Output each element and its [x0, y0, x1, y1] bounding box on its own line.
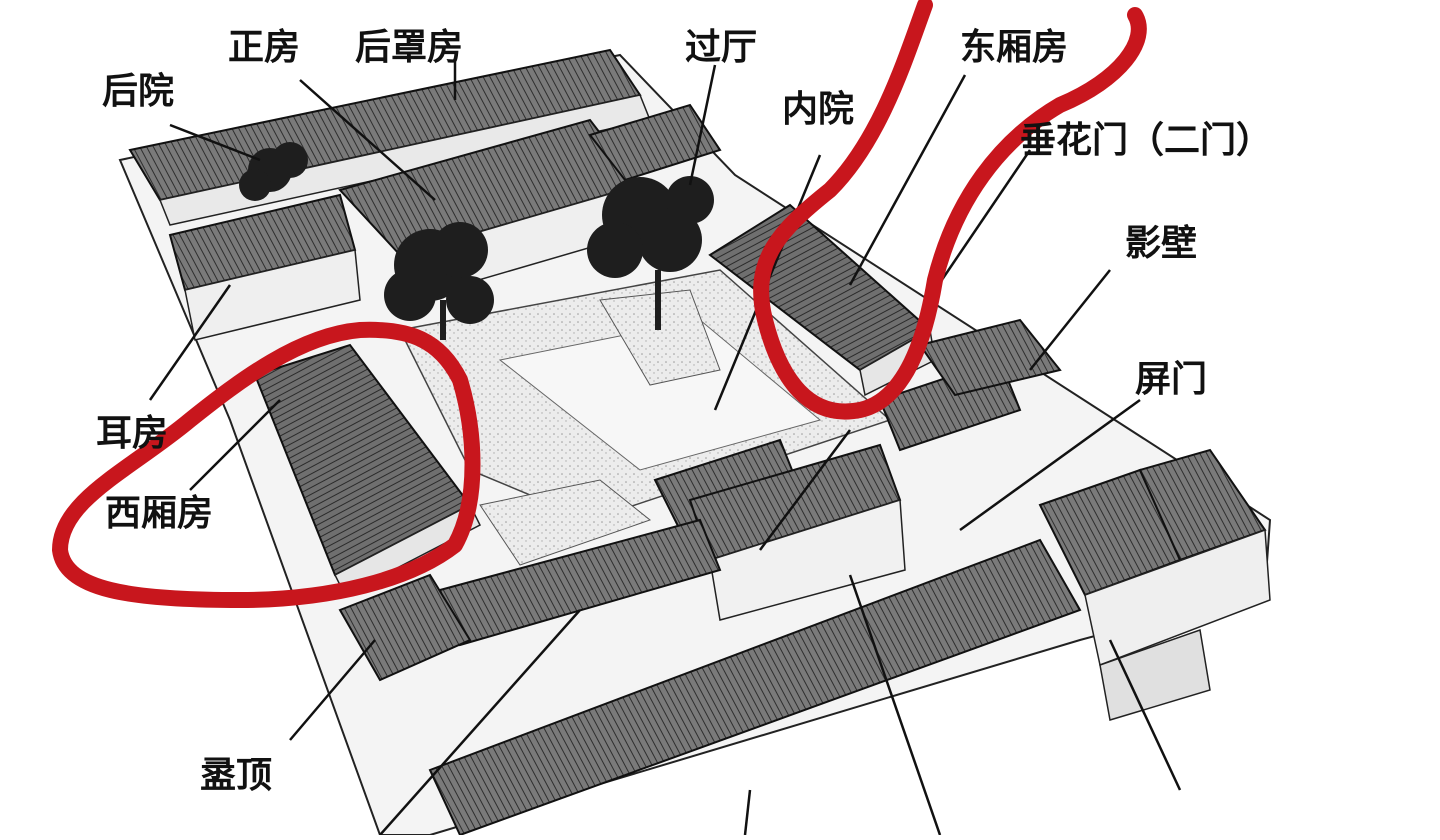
highlight-east-wing [753, 0, 1147, 420]
label-erfang: 耳房 [96, 413, 169, 454]
label-chuihuamen: 垂花门（二门） [1020, 120, 1273, 161]
label-houyuan: 后院 [102, 71, 175, 112]
label-xixiangfang: 西厢房 [105, 493, 214, 534]
passage-hall-guoting [588, 103, 722, 182]
label-pingmen: 屏门 [1135, 359, 1208, 400]
leader-lines [148, 60, 1182, 836]
label-yingbi: 影壁 [1125, 223, 1198, 264]
gate-house [1038, 448, 1271, 721]
label-neiyuan: 内院 [782, 89, 855, 130]
label-guoting: 过厅 [685, 27, 758, 68]
luding-roof [338, 573, 472, 682]
label-dongxiangfang: 东厢房 [960, 27, 1069, 68]
label-luding: 盝顶 [200, 755, 273, 796]
south-building [428, 518, 1082, 837]
ear-room-erfang [168, 193, 361, 341]
label-houzhaofang: 后罩房 [355, 27, 464, 68]
highlight-west-wing [52, 321, 481, 608]
highlight-loops [52, 0, 1147, 608]
label-zhengfang: 正房 [228, 27, 301, 68]
